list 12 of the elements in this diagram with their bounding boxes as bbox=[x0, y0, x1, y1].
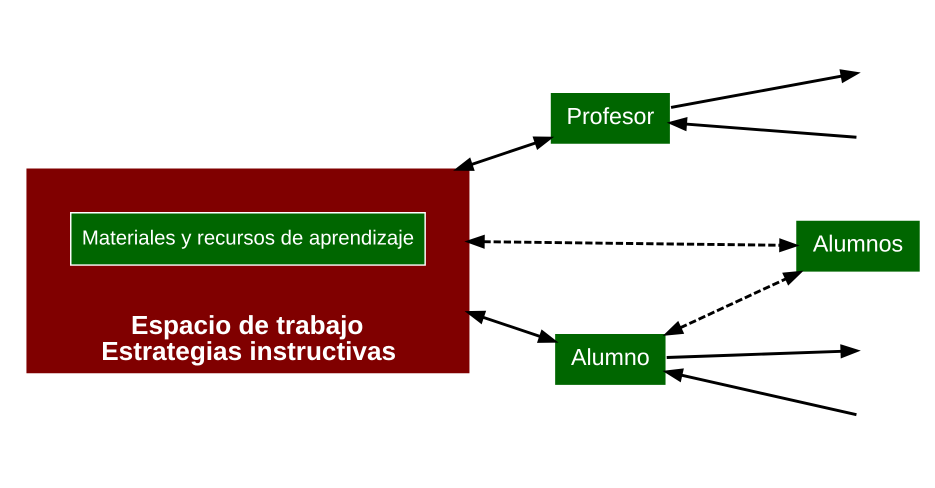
arrow bbox=[452, 136, 554, 171]
node-box: Alumnos bbox=[794, 219, 921, 274]
arrow bbox=[666, 344, 860, 359]
arrow bbox=[464, 234, 800, 252]
arrow bbox=[666, 117, 856, 139]
arrow bbox=[670, 69, 860, 109]
arrow bbox=[662, 270, 804, 336]
arrow bbox=[464, 310, 558, 343]
node-box: Profesor bbox=[548, 92, 671, 146]
node-box: Alumno bbox=[553, 332, 666, 386]
node-box: Materiales y recursos de aprendizaje bbox=[70, 212, 426, 266]
arrow bbox=[662, 368, 856, 416]
